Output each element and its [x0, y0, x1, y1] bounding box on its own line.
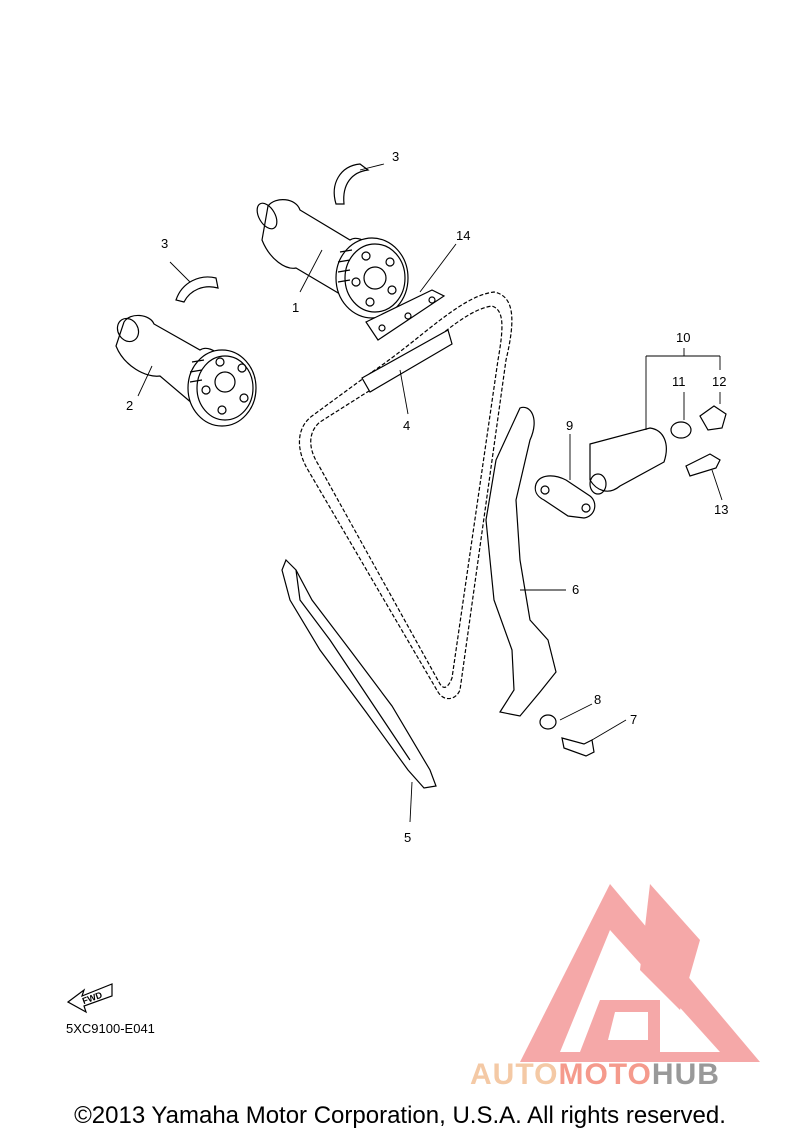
camshaft-1 — [256, 199, 409, 319]
callout-7: 7 — [630, 712, 637, 727]
watermark-part-3: HUB — [651, 1058, 720, 1091]
copyright-notice: ©2013 Yamaha Motor Corporation, U.S.A. A… — [74, 1102, 726, 1129]
fwd-arrow-icon: FWD — [66, 983, 113, 1014]
callout-8: 8 — [594, 692, 601, 707]
clip-3-lower — [175, 276, 219, 303]
bolt-7 — [561, 737, 595, 757]
callout-3-upper: 3 — [392, 149, 399, 164]
callout-5: 5 — [404, 830, 411, 845]
callout-11: 11 — [672, 374, 686, 389]
callout-4: 4 — [403, 418, 410, 433]
bolt-12 — [699, 405, 727, 431]
washer-11 — [670, 421, 692, 439]
tensioner-guide-6 — [485, 406, 557, 717]
timing-chain-4 — [298, 291, 513, 700]
camshaft-2 — [115, 314, 257, 427]
callout-6: 6 — [572, 582, 579, 597]
watermark-text: AUTOMOTOHUB — [470, 1058, 720, 1092]
callout-10: 10 — [676, 330, 690, 345]
washer-8 — [539, 714, 557, 730]
watermark-part-1: AUTO — [470, 1058, 559, 1091]
chain-guide-5 — [281, 558, 437, 789]
tensioner-body — [589, 427, 667, 492]
callout-2: 2 — [126, 398, 133, 413]
callout-14: 14 — [456, 228, 470, 243]
callout-12: 12 — [712, 374, 726, 389]
clip-3-upper — [333, 163, 370, 205]
callout-9: 9 — [566, 418, 573, 433]
watermark-part-2: MOTO — [558, 1058, 652, 1091]
bolt-13 — [685, 453, 721, 477]
callout-3-left: 3 — [161, 236, 168, 251]
callout-1: 1 — [292, 300, 299, 315]
fwd-label: FWD — [81, 990, 104, 1007]
diagram-code: 5XC9100-E041 — [66, 1021, 155, 1036]
gasket-9 — [534, 475, 596, 519]
watermark-logo — [520, 884, 760, 1062]
callout-13: 13 — [714, 502, 728, 517]
